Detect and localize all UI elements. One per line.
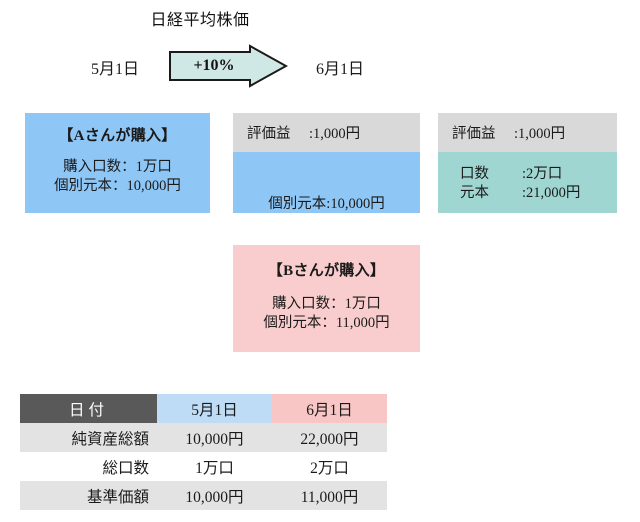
- table-header-row: 日付 5月1日 6月1日: [20, 394, 387, 423]
- box-fund-totals: 評価益 :1,000円 口数 :2万口 元本 :21,000円: [438, 113, 617, 213]
- table-row-value-col2: 2万口: [272, 452, 387, 481]
- box-c-principal-key: 元本: [460, 184, 489, 201]
- growth-arrow: +10%: [168, 44, 288, 88]
- table-header-label: 日付: [20, 394, 157, 423]
- date-label-start: 5月1日: [90, 61, 139, 78]
- table-row-value-col1: 1万口: [157, 452, 272, 481]
- box-bsan-principal: 個別元本：11,000円: [263, 314, 390, 331]
- box-bsan-details: 購入口数：1万口 個別元本：11,000円: [233, 295, 420, 332]
- box-c-principal-row: 元本 :21,000円: [460, 184, 617, 203]
- arrow-icon: [169, 44, 288, 88]
- summary-table: 日付 5月1日 6月1日 純資産総額 10,000円 22,000円 総口数 1…: [20, 394, 387, 510]
- box-c-units-row: 口数 :2万口: [460, 165, 617, 184]
- box-b-gain-label: 評価益: [247, 126, 291, 142]
- box-c-gain-value: :1,000円: [514, 126, 566, 142]
- table-row-label: 総口数: [20, 452, 157, 481]
- box-a-purchase: 【Aさんが購入】 購入口数：1万口 個別元本：10,000円: [25, 113, 210, 213]
- box-b-gain-value: :1,000円: [309, 126, 361, 142]
- table-row-label: 基準価額: [20, 481, 157, 510]
- box-b-gain-header: 評価益 :1,000円: [233, 113, 420, 152]
- table-row-value-col1: 10,000円: [157, 423, 272, 452]
- box-c-details: 口数 :2万口 元本 :21,000円: [438, 152, 617, 203]
- date-label-end: 6月1日: [315, 61, 364, 78]
- box-c-principal-value: :21,000円: [522, 184, 581, 201]
- table-row: 基準価額 10,000円 11,000円: [20, 481, 387, 510]
- box-a-units: 購入口数：1万口: [63, 159, 172, 175]
- table-row-value-col2: 11,000円: [272, 481, 387, 510]
- table-row-value-col2: 22,000円: [272, 423, 387, 452]
- box-bsan-units: 購入口数：1万口: [272, 296, 381, 312]
- table-row-label: 純資産総額: [20, 423, 157, 452]
- box-valuation-a: 評価益 :1,000円 個別元本:10,000円: [233, 113, 420, 213]
- table-header-col2: 6月1日: [272, 394, 387, 423]
- page-title: 日経平均株価: [150, 12, 250, 29]
- box-c-gain-header: 評価益 :1,000円: [438, 113, 617, 152]
- box-a-principal: 個別元本：10,000円: [54, 177, 181, 194]
- box-c-units-key: 口数: [460, 166, 489, 182]
- box-b-principal: 個別元本:10,000円: [268, 196, 385, 212]
- box-c-gain-label: 評価益: [452, 126, 496, 142]
- table-header-col1: 5月1日: [157, 394, 272, 423]
- table-row-value-col1: 10,000円: [157, 481, 272, 510]
- box-a-details: 購入口数：1万口 個別元本：10,000円: [25, 158, 210, 195]
- box-bsan-heading: 【Bさんが購入】: [267, 263, 386, 279]
- box-c-units-value: :2万口: [522, 166, 563, 182]
- table-row: 総口数 1万口 2万口: [20, 452, 387, 481]
- box-a-heading: 【Aさんが購入】: [58, 128, 177, 144]
- box-b-purchase: 【Bさんが購入】 購入口数：1万口 個別元本：11,000円: [233, 245, 420, 352]
- table-row: 純資産総額 10,000円 22,000円: [20, 423, 387, 452]
